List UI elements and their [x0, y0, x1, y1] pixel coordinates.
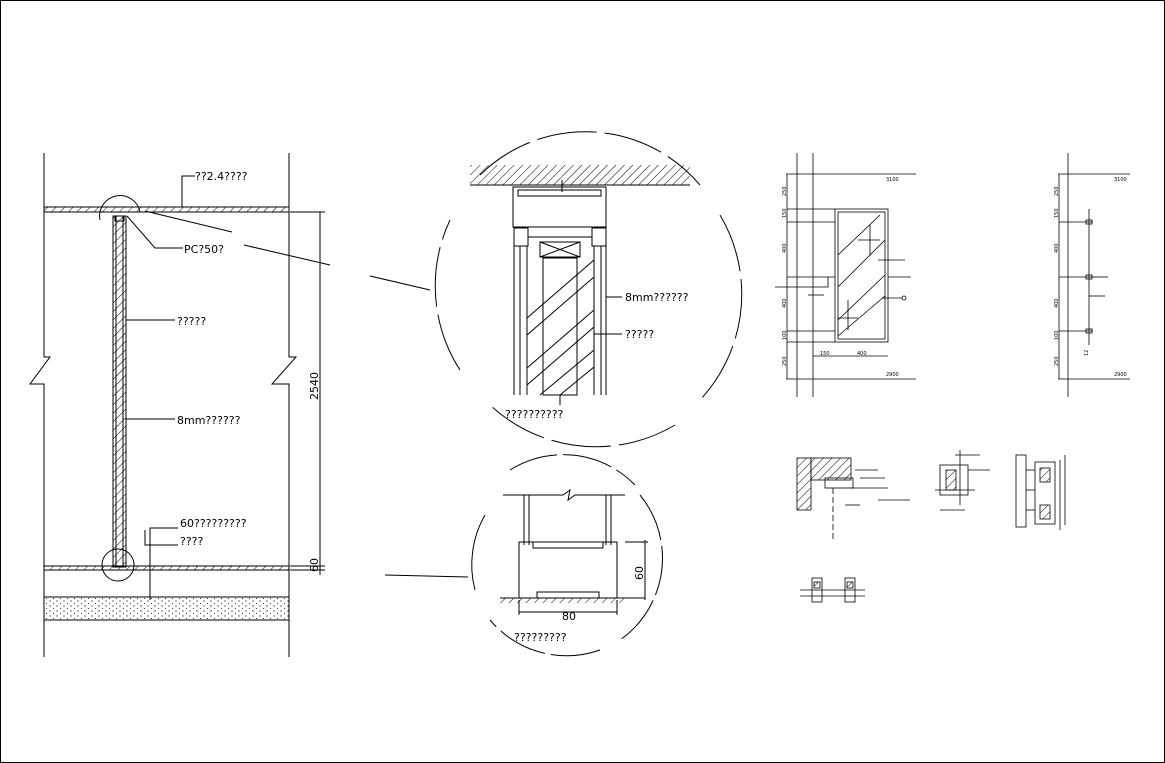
partition-elevation	[29, 153, 469, 657]
frame-label: ?????	[177, 315, 206, 328]
ceiling-label: ??2.4????	[195, 170, 248, 183]
leader-pc	[126, 215, 183, 249]
detail-callout-bottom	[101, 548, 135, 582]
dimension-label: 150	[1054, 208, 1060, 218]
base-channel	[518, 541, 618, 599]
dimension-label: 400	[857, 351, 867, 357]
detail-callout-top	[99, 195, 141, 221]
top-track-box	[512, 186, 607, 228]
top-track	[114, 215, 125, 222]
front-elevation-labels: 250 150 400 400 100 250 150 400 3100 290…	[782, 177, 899, 378]
right-wall-line	[270, 153, 298, 657]
glass-panel	[112, 215, 127, 568]
dimension-label: 400	[782, 298, 788, 308]
dimension-label: 250	[782, 186, 788, 196]
dimension-label: 2900	[886, 372, 899, 378]
bottom-label-1: 60?????????	[180, 517, 247, 530]
height-dimension: 2540	[308, 372, 321, 400]
bottom-width-dimension: 80	[562, 610, 576, 623]
dimension-label: 400	[1054, 243, 1060, 253]
dimension-label: 3100	[886, 177, 899, 183]
bottom-detail-caption: ?????????	[514, 631, 567, 644]
dimension-label: 250	[1054, 356, 1060, 366]
detail-frame-label: ?????	[625, 328, 654, 341]
side-elevation-labels: 250 150 400 400 100 250 12 3100 2900	[1054, 177, 1127, 378]
bottom-detail	[471, 454, 663, 657]
dimension-label: 150	[820, 351, 830, 357]
dimension-label: 3100	[1114, 177, 1127, 183]
dimension-label: 400	[782, 243, 788, 253]
left-wall-line	[29, 153, 51, 657]
dimension-label: 2900	[1114, 372, 1127, 378]
detail-glass-label: 8mm??????	[625, 291, 689, 304]
base-dimension: 60	[308, 558, 321, 572]
front-elevation	[775, 153, 916, 397]
section-details	[796, 450, 1066, 603]
dimension-label: 100	[1054, 330, 1060, 340]
floor-slab	[43, 596, 290, 621]
ceiling-slab	[43, 206, 290, 213]
pc-label: PC?50?	[184, 243, 224, 256]
glass-label: 8mm??????	[177, 414, 241, 427]
leader-ceiling	[181, 175, 195, 207]
top-detail-caption: ??????????	[505, 408, 564, 421]
side-elevation	[1058, 153, 1130, 397]
dimension-label: 12	[1084, 350, 1090, 356]
top-detail	[434, 131, 743, 448]
dimension-label: 250	[782, 356, 788, 366]
floor-finish	[43, 565, 290, 571]
bottom-height-dimension: 60	[633, 566, 646, 580]
dimension-label: 250	[1054, 186, 1060, 196]
dimension-label: 100	[782, 330, 788, 340]
dimension-label: 150	[782, 208, 788, 218]
bottom-label-2: ????	[180, 535, 204, 548]
dimension-label: 400	[1054, 298, 1060, 308]
